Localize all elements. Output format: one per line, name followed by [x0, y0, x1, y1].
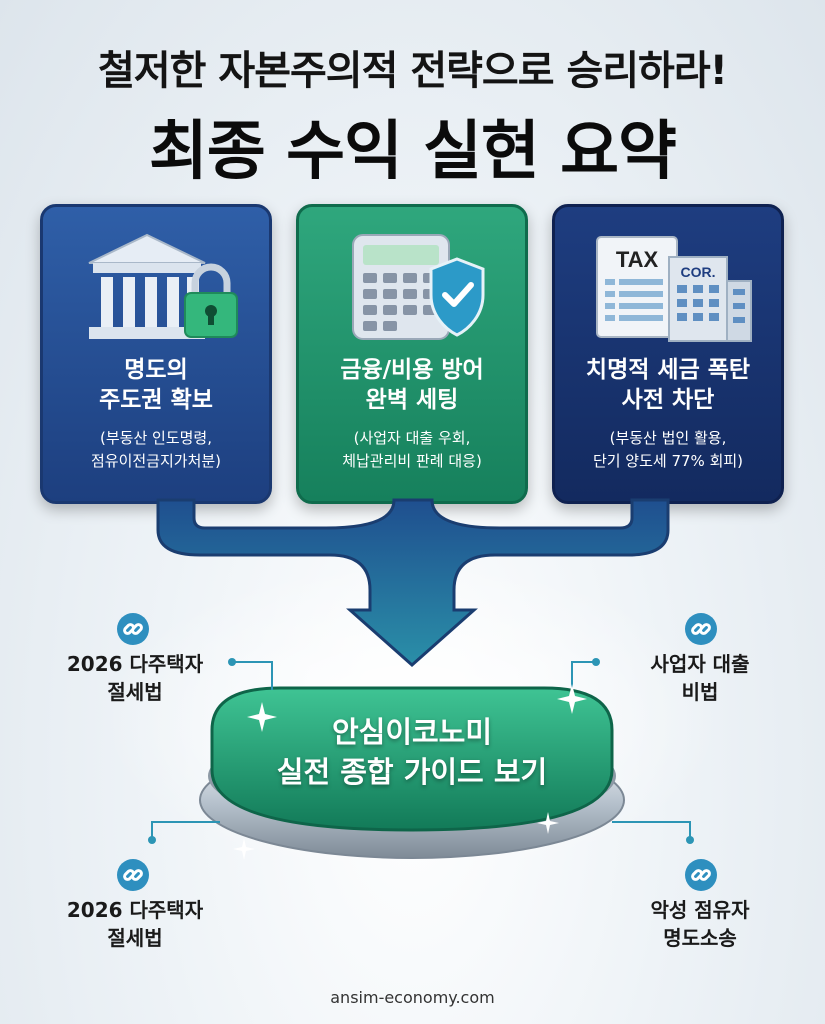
chain-link-icon — [685, 859, 717, 891]
calculator-shield-icon — [352, 234, 485, 340]
link-multi-home-tax-bottom[interactable]: 2026 다주택자 절세법 — [66, 898, 204, 950]
card-description: (사업자 대출 우회,체납관리비 판례 대응) — [342, 429, 482, 470]
card-description: (부동산 인도명령,점유이전금지가처분) — [90, 429, 222, 470]
page-title: 최종 수익 실현 요약 — [149, 115, 677, 189]
flow-arrow — [156, 498, 670, 668]
card-description: (부동산 법인 활용,단기 양도세 77% 회피) — [592, 429, 744, 470]
main-guide-button[interactable]: 안심이코노미 실전 종합 가이드 보기 — [276, 715, 548, 789]
chain-link-icon — [117, 859, 149, 891]
chain-link-icon — [685, 613, 717, 645]
corporation-label: COR. — [681, 264, 716, 280]
tax-label: TAX — [616, 247, 659, 272]
main-button-shape — [210, 686, 614, 832]
bank-lock-icon — [88, 233, 238, 339]
header-subtitle: 철저한 자본주의적 전략으로 승리하라! — [98, 48, 728, 94]
link-eviction-lawsuit[interactable]: 악성 점유자 명도소송 — [650, 898, 750, 950]
tax-document-building-icon: TAX COR. — [596, 236, 752, 342]
link-multi-home-tax-top[interactable]: 2026 다주택자 절세법 — [66, 652, 204, 704]
footer-site: ansim-economy.com — [330, 988, 495, 1007]
chain-link-icon — [117, 613, 149, 645]
link-business-loan[interactable]: 사업자 대출 비법 — [650, 652, 750, 704]
